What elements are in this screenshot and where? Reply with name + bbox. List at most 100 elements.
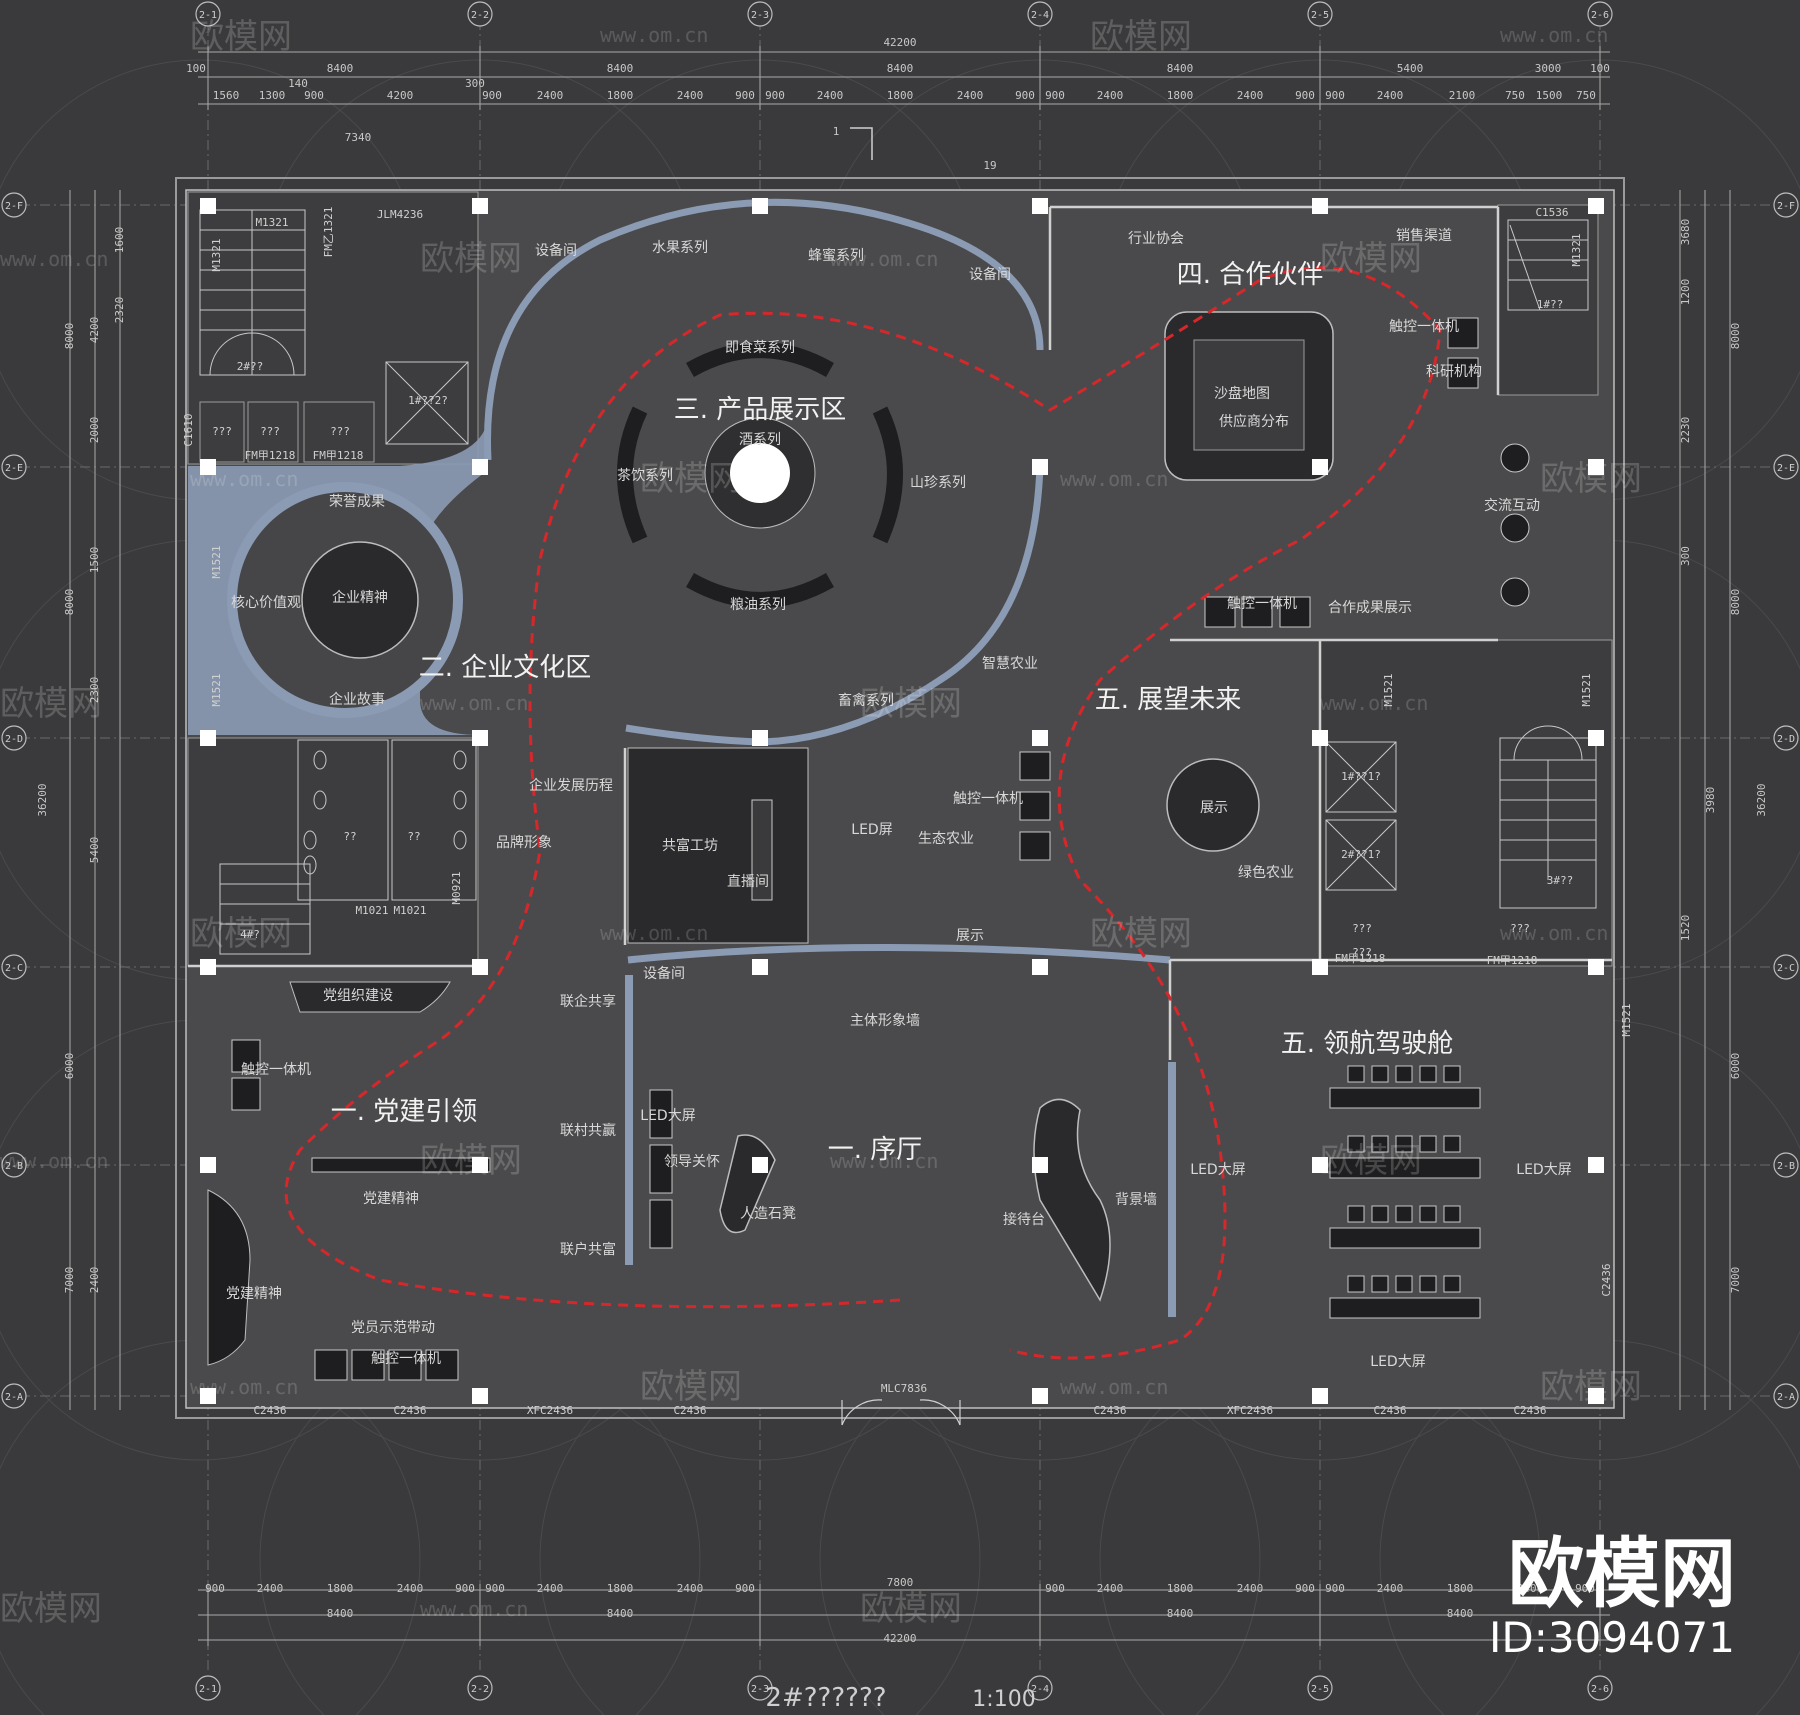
lobby-top-wall (627, 944, 1171, 964)
room-label: 交流互动 (1484, 497, 1540, 514)
watermark: 欧模网 (1090, 914, 1192, 954)
door-code: M1521 (1620, 1003, 1633, 1036)
room-code: ??? (212, 425, 232, 438)
dim-text: 900 (1325, 89, 1345, 102)
future-screens (1019, 751, 1051, 861)
room-label: 党建精神 (363, 1191, 419, 1207)
axis-bubbles-top (195, 1, 1613, 1701)
watermark-url: www.om.cn (1320, 691, 1428, 715)
watermark: 欧模网 (1540, 1367, 1642, 1407)
watermark-url: www.om.cn (0, 1149, 108, 1173)
dim-text: 4200 (387, 89, 414, 102)
room-label: 供应商分布 (1219, 413, 1289, 430)
main-entrance-door (841, 1399, 961, 1426)
watermark: 欧模网 (860, 684, 962, 724)
elevator-label: 1#??2? (408, 394, 448, 407)
dim-text: 8400 (1167, 62, 1194, 75)
stair-label: 3#?? (1547, 874, 1574, 887)
room-label: 党建精神 (226, 1286, 282, 1302)
axis-labels: 2-1 2-2 2-3 2-4 2-5 2-6 2-1 2-2 2-3 2-4 … (5, 10, 1795, 1695)
room-label: 领导关怀 (664, 1154, 720, 1170)
dim-text: 750 (1576, 89, 1596, 102)
dim-text: 750 (1505, 89, 1525, 102)
future-display (1166, 758, 1260, 852)
dim-text: 8000 (1729, 589, 1742, 616)
dim-text: 8400 (607, 1607, 634, 1620)
dim-text: 900 (455, 1582, 475, 1595)
dim-text: 1300 (259, 89, 286, 102)
room-label: 接待台 (1003, 1211, 1045, 1228)
elevator-2 (1325, 741, 1397, 891)
room-label: LED大屏 (1190, 1162, 1245, 1178)
dim-text: 100 (186, 62, 206, 75)
product-island (617, 342, 903, 608)
room-label: 触控一体机 (371, 1351, 441, 1367)
stair-label: 1#?? (1537, 298, 1564, 311)
dim-text: 1800 (1447, 1582, 1474, 1595)
dim-text: 2400 (537, 89, 564, 102)
coop-screens (1204, 317, 1479, 628)
door-code: FM甲1218 (245, 449, 296, 462)
zone-title: 三. 产品展示区 (674, 395, 847, 425)
axis-label: 2-A (5, 1392, 23, 1403)
lobby-screens (649, 1089, 673, 1249)
dim-text: 900 (1295, 89, 1315, 102)
window-code: C2436 (1093, 1404, 1126, 1417)
axis-label: 2-6 (1591, 10, 1609, 21)
drawing-title: 2#?????? (765, 1683, 886, 1713)
window-code: XFC2436 (527, 1404, 573, 1417)
product-zone-inner-wall (759, 464, 1044, 746)
dim-text: 900 (485, 1582, 505, 1595)
lobby-panel-2 (1168, 1062, 1176, 1317)
dim-text: 8000 (63, 589, 76, 616)
room-label: 粮油系列 (730, 597, 786, 613)
dim-bottom-bays: 8400 8400 7800 8400 8400 (327, 1576, 1474, 1620)
zone-title: 五. 领航驾驶舱 (1281, 1029, 1454, 1059)
room-label: 人造石凳 (740, 1206, 796, 1222)
dim-text: 4200 (88, 317, 101, 344)
dim-text: 8400 (887, 62, 914, 75)
room-label: 茶饮系列 (617, 468, 673, 484)
dim-text: 5400 (88, 837, 101, 864)
building-outline (175, 177, 1625, 1419)
axis-label: 2-D (5, 734, 23, 745)
cockpit-seating (1329, 1065, 1481, 1319)
service-core-w (187, 737, 479, 967)
door-code: M1521 (210, 673, 223, 706)
axis-label: 2-F (5, 201, 23, 212)
dim-text: 2400 (257, 1582, 284, 1595)
dim-text: 7000 (1729, 1267, 1742, 1294)
watermark-url: www.om.cn (0, 247, 108, 271)
dim-left: 8000 8000 5400 6000 7000 36200 1600 2320… (36, 227, 126, 1294)
dim-text: 7340 (345, 131, 372, 144)
window-code: C2436 (1600, 1263, 1613, 1296)
elevator-label: 1#??1? (1341, 770, 1381, 783)
window-code: C1610 (182, 413, 195, 446)
window-code: C2436 (253, 1404, 286, 1417)
axis-label: 2-B (1777, 1161, 1795, 1172)
room-label: 蜂蜜系列 (808, 248, 864, 264)
zone-title: 二. 企业文化区 (419, 653, 592, 683)
dim-text: 8400 (327, 62, 354, 75)
room-label: 畜禽系列 (838, 692, 894, 709)
zone-title: 四. 合作伙伴 (1177, 260, 1324, 290)
stair-sw (219, 863, 311, 955)
dim-text: 140 (288, 77, 308, 90)
room-label: LED大屏 (1370, 1354, 1425, 1370)
dim-text: 2400 (677, 1582, 704, 1595)
room-label: 触控一体机 (1227, 596, 1297, 612)
room-label: 科研机构 (1426, 364, 1482, 380)
party-wall-west (207, 1189, 251, 1366)
door-code: M1521 (210, 545, 223, 578)
window-code: C1536 (1535, 206, 1568, 219)
dim-text: 2320 (113, 297, 126, 324)
room-label: 核心价值观 (231, 595, 301, 611)
brand-id: ID:3094071 (1489, 1613, 1735, 1662)
door-code: MLC7836 (881, 1382, 927, 1395)
live-room-desk (751, 799, 773, 901)
stair-label: 2#?? (237, 360, 264, 373)
room-label: 展示 (956, 928, 984, 944)
door-code: M1321 (1570, 233, 1583, 266)
dim-text: 2400 (677, 89, 704, 102)
watermark-url: www.om.cn (1500, 23, 1608, 47)
